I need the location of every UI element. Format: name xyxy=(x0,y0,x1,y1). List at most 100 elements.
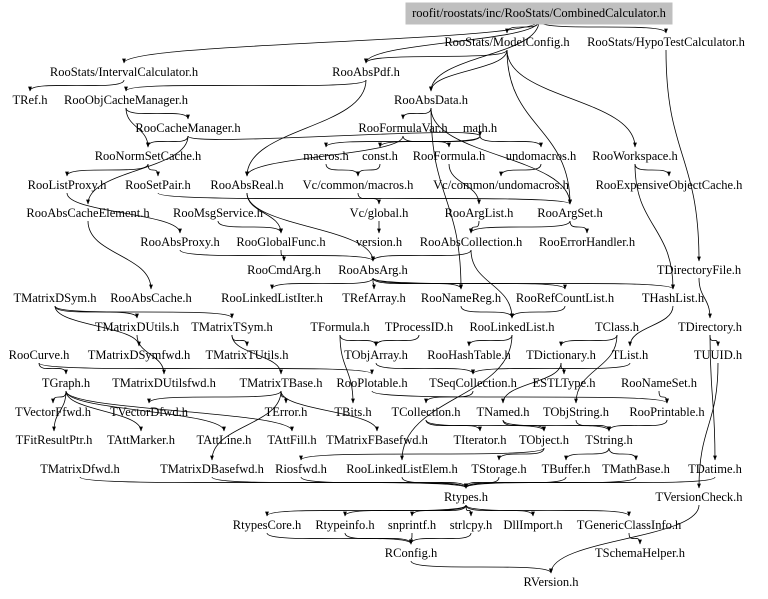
graph-node[interactable]: TMatrixTSym.h xyxy=(191,320,273,334)
graph-node[interactable]: TRef.h xyxy=(12,93,48,107)
graph-node[interactable]: TMatrixTBase.h xyxy=(240,376,324,390)
graph-node[interactable]: RooAbsPdf.h xyxy=(332,65,400,79)
graph-node[interactable]: TRefArray.h xyxy=(342,291,406,305)
graph-node[interactable]: TUUID.h xyxy=(694,348,743,362)
graph-node[interactable]: strlcpy.h xyxy=(450,518,493,532)
graph-node[interactable]: TClass.h xyxy=(595,320,640,334)
graph-node[interactable]: RooRefCountList.h xyxy=(516,291,615,305)
graph-node[interactable]: TFormula.h xyxy=(310,320,370,334)
graph-node[interactable]: TString.h xyxy=(585,433,633,447)
graph-node[interactable]: THashList.h xyxy=(642,291,705,305)
graph-node[interactable]: version.h xyxy=(356,235,403,249)
graph-node[interactable]: RooStats/ModelConfig.h xyxy=(444,35,570,49)
graph-node[interactable]: TAttLine.h xyxy=(197,433,253,447)
graph-node[interactable]: RooNormSetCache.h xyxy=(95,149,202,163)
graph-node[interactable]: RooObjCacheManager.h xyxy=(64,93,189,107)
graph-node[interactable]: TIterator.h xyxy=(453,433,507,447)
graph-node[interactable]: RooListProxy.h xyxy=(28,178,107,192)
graph-node[interactable]: TGenericClassInfo.h xyxy=(577,518,682,532)
graph-node[interactable]: TMathBase.h xyxy=(602,462,670,476)
graph-node[interactable]: RooGlobalFunc.h xyxy=(236,235,326,249)
graph-node[interactable]: TVersionCheck.h xyxy=(655,490,743,504)
graph-node[interactable]: RConfig.h xyxy=(385,546,438,560)
graph-node[interactable]: RooFormula.h xyxy=(413,149,486,163)
graph-node[interactable]: RooCurve.h xyxy=(9,348,71,362)
graph-node[interactable]: TObjString.h xyxy=(543,405,610,419)
graph-node[interactable]: TBits.h xyxy=(334,405,372,419)
graph-node[interactable]: Riosfwd.h xyxy=(275,462,327,476)
graph-node[interactable]: RooAbsProxy.h xyxy=(140,235,220,249)
graph-node[interactable]: math.h xyxy=(463,121,498,135)
graph-node[interactable]: TMatrixDUtils.h xyxy=(95,320,180,334)
graph-node[interactable]: TFitResultPtr.h xyxy=(16,433,94,447)
graph-node[interactable]: RooWorkspace.h xyxy=(592,149,678,163)
graph-node[interactable]: TCollection.h xyxy=(391,405,461,419)
graph-node[interactable]: TMatrixDSym.h xyxy=(14,291,98,305)
graph-node[interactable]: TMatrixDfwd.h xyxy=(40,462,120,476)
graph-node[interactable]: RooStats/IntervalCalculator.h xyxy=(50,65,199,79)
graph-node[interactable]: TObjArray.h xyxy=(344,348,409,362)
graph-node[interactable]: RooArgList.h xyxy=(445,206,515,220)
graph-node[interactable]: TMatrixDUtilsfwd.h xyxy=(112,376,217,390)
graph-node[interactable]: undomacros.h xyxy=(506,149,577,163)
graph-node[interactable]: Vc/global.h xyxy=(350,206,409,220)
graph-node[interactable]: RooLinkedListElem.h xyxy=(346,462,458,476)
graph-node[interactable]: RooExpensiveObjectCache.h xyxy=(596,178,744,192)
graph-node[interactable]: TDirectory.h xyxy=(678,320,743,334)
graph-node[interactable]: Vc/common/undomacros.h xyxy=(433,178,569,192)
graph-node[interactable]: RVersion.h xyxy=(524,575,580,589)
graph-node[interactable]: RooErrorHandler.h xyxy=(539,235,636,249)
graph-node[interactable]: RooFormulaVar.h xyxy=(358,121,448,135)
graph-node[interactable]: RooLinkedList.h xyxy=(469,320,555,334)
graph-node[interactable]: Rtypes.h xyxy=(444,490,489,504)
graph-node[interactable]: TSchemaHelper.h xyxy=(595,546,686,560)
graph-node[interactable]: TDatime.h xyxy=(688,462,743,476)
graph-node[interactable]: TBuffer.h xyxy=(542,462,591,476)
graph-node[interactable]: TDirectoryFile.h xyxy=(657,263,742,277)
graph-node[interactable]: TSeqCollection.h xyxy=(429,376,518,390)
graph-node[interactable]: DllImport.h xyxy=(503,518,563,532)
graph-node[interactable]: TAttFill.h xyxy=(267,433,317,447)
graph-node[interactable]: RooCacheManager.h xyxy=(135,121,241,135)
graph-node[interactable]: Rtypeinfo.h xyxy=(315,518,375,532)
graph-node[interactable]: RooAbsCollection.h xyxy=(420,235,523,249)
graph-node[interactable]: RooPlotable.h xyxy=(336,376,408,390)
graph-node[interactable]: Vc/common/macros.h xyxy=(303,178,414,192)
graph-node[interactable]: const.h xyxy=(362,149,399,163)
graph-node[interactable]: RooPrintable.h xyxy=(629,405,705,419)
graph-node[interactable]: RooMsgService.h xyxy=(173,206,264,220)
graph-node[interactable]: RooCmdArg.h xyxy=(247,263,321,277)
graph-node[interactable]: RooAbsCache.h xyxy=(110,291,192,305)
graph-node[interactable]: RooHashTable.h xyxy=(427,348,511,362)
graph-node[interactable]: RooAbsReal.h xyxy=(210,178,284,192)
graph-node[interactable]: roofit/roostats/inc/RooStats/CombinedCal… xyxy=(405,2,673,25)
graph-node[interactable]: TProcessID.h xyxy=(385,320,454,334)
graph-node[interactable]: TMatrixTUtils.h xyxy=(206,348,290,362)
graph-node[interactable]: RtypesCore.h xyxy=(233,518,302,532)
graph-node[interactable]: TVectorFfwd.h xyxy=(15,405,92,419)
graph-node[interactable]: TAttMarker.h xyxy=(107,433,176,447)
graph-node[interactable]: TStorage.h xyxy=(471,462,527,476)
graph-node[interactable]: TList.h xyxy=(612,348,649,362)
graph-node[interactable]: RooAbsData.h xyxy=(394,93,469,107)
graph-node[interactable]: RooStats/HypoTestCalculator.h xyxy=(587,35,746,49)
graph-node[interactable]: RooAbsArg.h xyxy=(338,263,408,277)
graph-node[interactable]: ESTLType.h xyxy=(533,376,597,390)
graph-node[interactable]: TError.h xyxy=(265,405,308,419)
graph-node[interactable]: TVectorDfwd.h xyxy=(110,405,189,419)
graph-node[interactable]: RooAbsCacheElement.h xyxy=(26,206,150,220)
graph-node[interactable]: RooArgSet.h xyxy=(537,206,603,220)
graph-node[interactable]: TMatrixDSymfwd.h xyxy=(88,348,191,362)
graph-node[interactable]: RooNameSet.h xyxy=(621,376,698,390)
graph-node[interactable]: TObject.h xyxy=(519,433,570,447)
graph-node[interactable]: macros.h xyxy=(303,149,349,163)
graph-node[interactable]: TMatrixFBasefwd.h xyxy=(326,433,428,447)
graph-node[interactable]: TMatrixDBasefwd.h xyxy=(160,462,265,476)
graph-node[interactable]: snprintf.h xyxy=(388,518,437,532)
graph-node[interactable]: TGraph.h xyxy=(42,376,91,390)
graph-node[interactable]: TNamed.h xyxy=(476,405,530,419)
graph-node[interactable]: RooSetPair.h xyxy=(125,178,191,192)
graph-node[interactable]: TDictionary.h xyxy=(526,348,596,362)
graph-node[interactable]: RooLinkedListIter.h xyxy=(221,291,323,305)
graph-node[interactable]: RooNameReg.h xyxy=(421,291,502,305)
